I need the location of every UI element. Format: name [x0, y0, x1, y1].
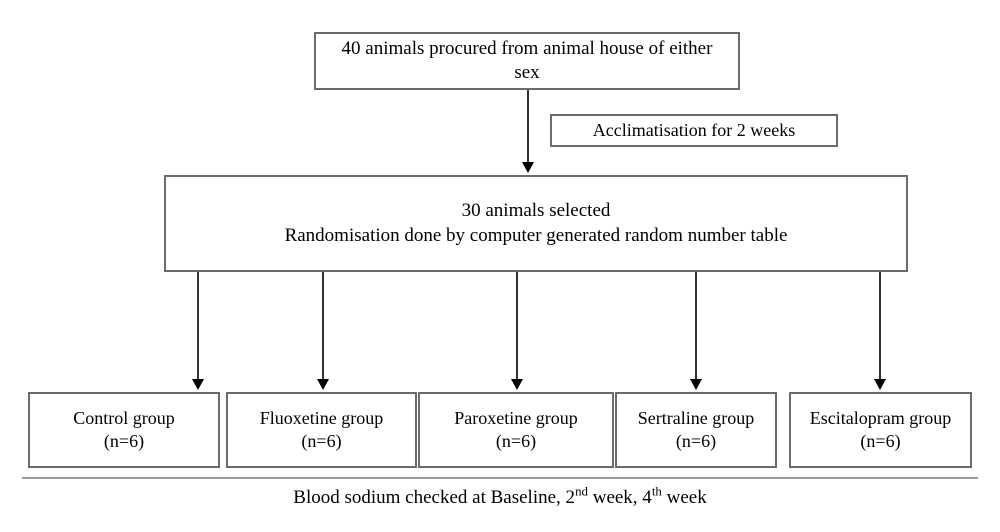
node-group-fluoxetine: Fluoxetine group (n=6) — [226, 392, 417, 468]
node-group-paroxetine: Paroxetine group (n=6) — [418, 392, 614, 468]
node-group-escitalopram: Escitalopram group (n=6) — [789, 392, 972, 468]
group-count: (n=6) — [860, 431, 901, 451]
footer-caption: Blood sodium checked at Baseline, 2nd we… — [0, 483, 1000, 509]
node-group-escitalopram-text: Escitalopram group (n=6) — [791, 407, 970, 453]
arrow-head-icon — [192, 379, 204, 390]
group-name: Paroxetine group — [454, 407, 578, 428]
group-count: (n=6) — [495, 431, 537, 451]
group-count: (n=6) — [103, 431, 145, 451]
connector-to-group-control — [197, 272, 199, 381]
node-randomisation-line-2: Randomisation done by computer generated… — [284, 224, 788, 246]
group-name: Escitalopram group — [809, 407, 952, 428]
footer-caption-part-2: week, 4 — [587, 487, 652, 508]
node-group-sertraline-text: Sertraline group (n=6) — [617, 407, 775, 453]
node-procurement-line-1: 40 animals procured from animal house of… — [341, 37, 713, 59]
group-count: (n=6) — [675, 431, 717, 451]
node-procurement-line-2: sex — [514, 62, 540, 83]
node-group-control-text: Control group (n=6) — [30, 407, 218, 453]
node-group-paroxetine-text: Paroxetine group (n=6) — [420, 407, 612, 453]
connector-to-group-sertraline — [695, 272, 697, 381]
arrow-head-icon — [511, 379, 523, 390]
arrow-head-icon — [522, 162, 534, 173]
group-count: (n=6) — [301, 431, 342, 451]
arrow-head-icon — [317, 379, 329, 390]
footer-caption-part-1: Blood sodium checked at Baseline, 2 — [293, 487, 576, 508]
node-group-fluoxetine-text: Fluoxetine group (n=6) — [228, 407, 415, 453]
node-randomisation-line-1: 30 animals selected — [461, 200, 611, 222]
connector-to-group-escitalopram — [879, 272, 881, 381]
node-randomisation-text: 30 animals selected Randomisation done b… — [166, 199, 906, 248]
horizontal-divider — [22, 477, 978, 479]
group-name: Fluoxetine group — [259, 407, 384, 428]
node-acclimatisation-text: Acclimatisation for 2 weeks — [552, 119, 836, 142]
node-acclimatisation: Acclimatisation for 2 weeks — [550, 114, 838, 147]
arrow-head-icon — [874, 379, 886, 390]
group-name: Control group — [73, 407, 175, 428]
connector-procurement-to-randomisation — [527, 90, 529, 164]
connector-to-group-fluoxetine — [322, 272, 324, 381]
node-acclimatisation-label: Acclimatisation for 2 weeks — [592, 119, 796, 140]
node-randomisation: 30 animals selected Randomisation done b… — [164, 175, 908, 272]
footer-caption-superscript-2: th — [651, 483, 662, 499]
node-procurement: 40 animals procured from animal house of… — [314, 32, 740, 90]
connector-to-group-paroxetine — [516, 272, 518, 381]
node-group-sertraline: Sertraline group (n=6) — [615, 392, 777, 468]
footer-caption-part-3: week — [661, 487, 707, 508]
node-group-control: Control group (n=6) — [28, 392, 220, 468]
footer-caption-superscript-1: nd — [575, 483, 588, 499]
group-name: Sertraline group — [637, 407, 755, 428]
node-procurement-text: 40 animals procured from animal house of… — [316, 37, 738, 86]
arrow-head-icon — [690, 379, 702, 390]
